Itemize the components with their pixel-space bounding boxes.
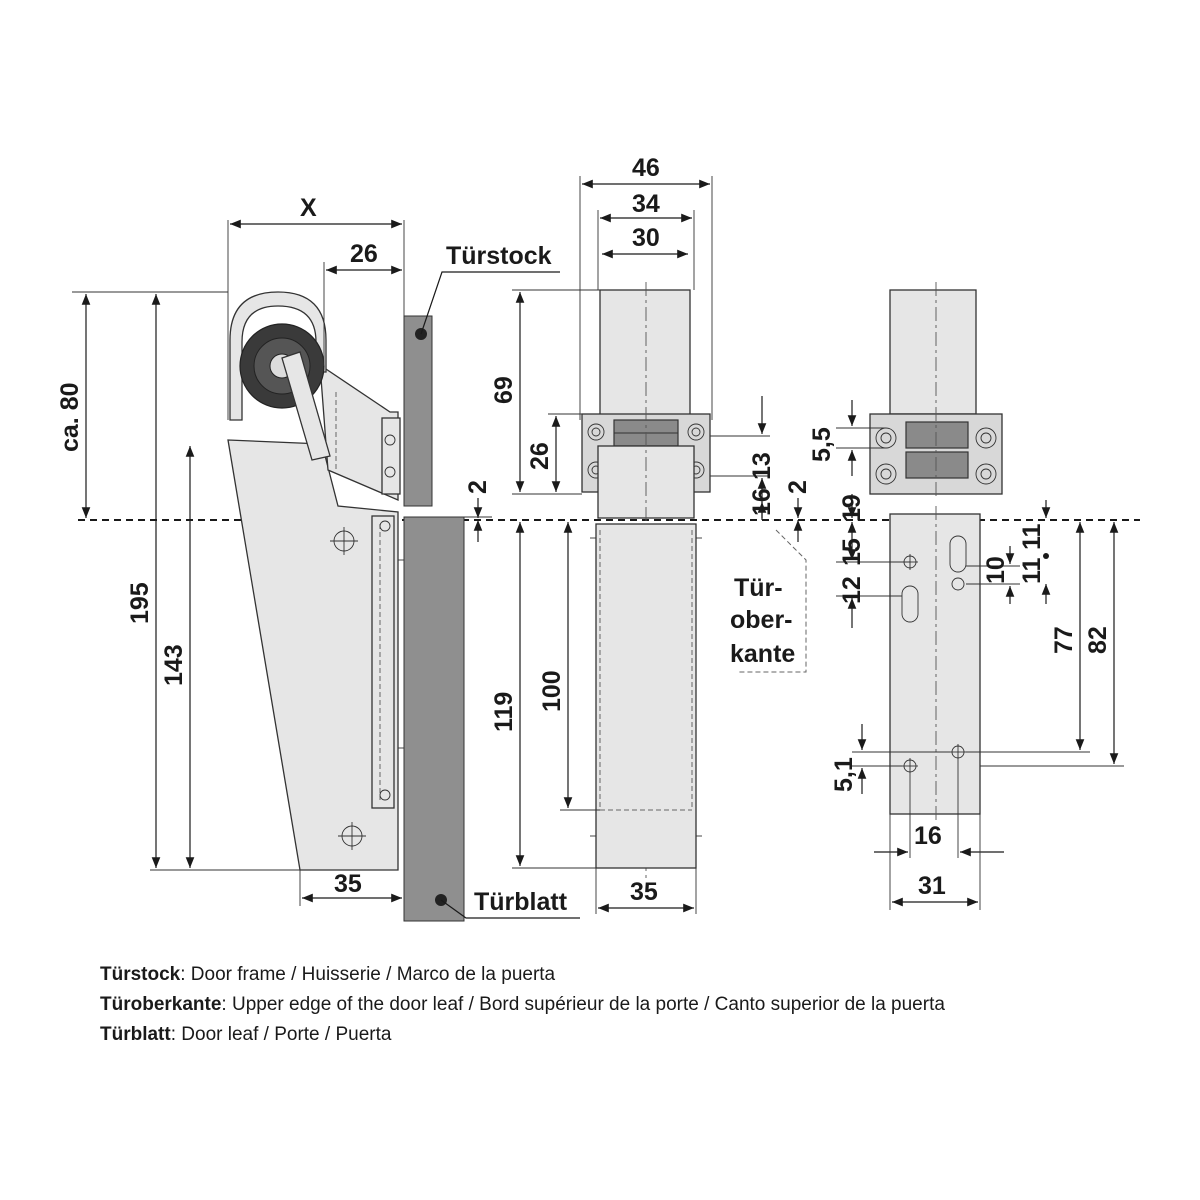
roller-arm bbox=[281, 351, 331, 461]
dim-5-5: 5,5 bbox=[808, 427, 836, 462]
legend: Türstock: Door frame / Huisserie / Marco… bbox=[100, 960, 1160, 1050]
dim-195: 195 bbox=[126, 582, 154, 624]
legend-text: : Door frame / Huisserie / Marco de la p… bbox=[180, 964, 556, 985]
dim-31: 31 bbox=[918, 872, 946, 900]
dim-30: 30 bbox=[632, 224, 660, 252]
dim-15: 15 bbox=[838, 538, 866, 566]
frame-bracket-plate bbox=[381, 417, 401, 495]
dim-143: 143 bbox=[160, 644, 188, 686]
dim-16-right: 16 bbox=[914, 822, 942, 850]
bracket-screws-right bbox=[875, 427, 997, 485]
bracket-block bbox=[599, 289, 691, 421]
dim-46: 46 bbox=[632, 154, 660, 182]
dim-ca80: ca. 80 bbox=[56, 382, 84, 452]
dim-11-b: 11 bbox=[1018, 557, 1046, 584]
dim-82: 82 bbox=[1084, 626, 1112, 654]
dim-12: 12 bbox=[838, 576, 866, 604]
dim-5-1: 5,1 bbox=[830, 757, 858, 792]
dim-35-left: 35 bbox=[334, 870, 362, 898]
legend-term: Türblatt bbox=[100, 1024, 171, 1045]
dim-69: 69 bbox=[490, 376, 518, 404]
side-view: X 26 ca. 80 195 143 35 2 Türstock Türbla… bbox=[56, 194, 580, 922]
dim-10: 10 bbox=[982, 556, 1010, 584]
legend-row-tuerstock: Türstock: Door frame / Huisserie / Marco… bbox=[100, 960, 1160, 990]
dim-34: 34 bbox=[632, 190, 660, 218]
plate-view: 5,5 19 15 12 10 11 11 77 82 bbox=[808, 282, 1124, 910]
dim-2-mid: 2 bbox=[784, 480, 812, 494]
door-frame bbox=[403, 315, 433, 507]
legend-row-tueroberkante: Türoberkante: Upper edge of the door lea… bbox=[100, 990, 1160, 1020]
dim-35-mid: 35 bbox=[630, 878, 658, 906]
roller-housing bbox=[229, 291, 327, 421]
legend-row-tuerblatt: Türblatt: Door leaf / Porte / Puerta bbox=[100, 1020, 1160, 1050]
dim-16: 16 bbox=[748, 488, 776, 516]
label-tueroberkante-line3: kante bbox=[730, 640, 795, 668]
slot-lower bbox=[901, 585, 919, 623]
label-tuerblatt: Türblatt bbox=[474, 888, 568, 916]
stopper-body-front bbox=[595, 523, 697, 869]
dim-19: 19 bbox=[838, 494, 866, 522]
slot-upper bbox=[949, 535, 967, 573]
label-tuerstock: Türstock bbox=[446, 242, 552, 270]
dim-26-top: 26 bbox=[350, 240, 378, 268]
dim-2-left: 2 bbox=[464, 480, 492, 494]
label-tueroberkante-line2: ober- bbox=[730, 606, 793, 634]
label-tueroberkante-line1: Tür- bbox=[734, 574, 783, 602]
dim-13: 13 bbox=[748, 452, 776, 480]
dim-119: 119 bbox=[490, 692, 518, 732]
door-leaf bbox=[403, 516, 465, 922]
dim-100: 100 bbox=[538, 670, 566, 712]
bracket-screws bbox=[587, 423, 705, 479]
front-view: 46 34 30 69 26 13 16 2 119 10 bbox=[490, 154, 812, 914]
dim-11-a: 11 bbox=[1018, 523, 1046, 550]
bracket-block-right bbox=[889, 289, 977, 415]
dim-26-mid: 26 bbox=[526, 442, 554, 470]
mounting-plate bbox=[889, 513, 981, 815]
legend-term: Türoberkante bbox=[100, 994, 222, 1015]
legend-term: Türstock bbox=[100, 964, 181, 985]
legend-text: : Upper edge of the door leaf / Bord sup… bbox=[221, 994, 945, 1015]
stopper-mount-plate bbox=[371, 515, 395, 809]
legend-text: : Door leaf / Porte / Puerta bbox=[170, 1024, 392, 1045]
dim-77: 77 bbox=[1050, 626, 1078, 654]
dim-x: X bbox=[300, 194, 317, 222]
